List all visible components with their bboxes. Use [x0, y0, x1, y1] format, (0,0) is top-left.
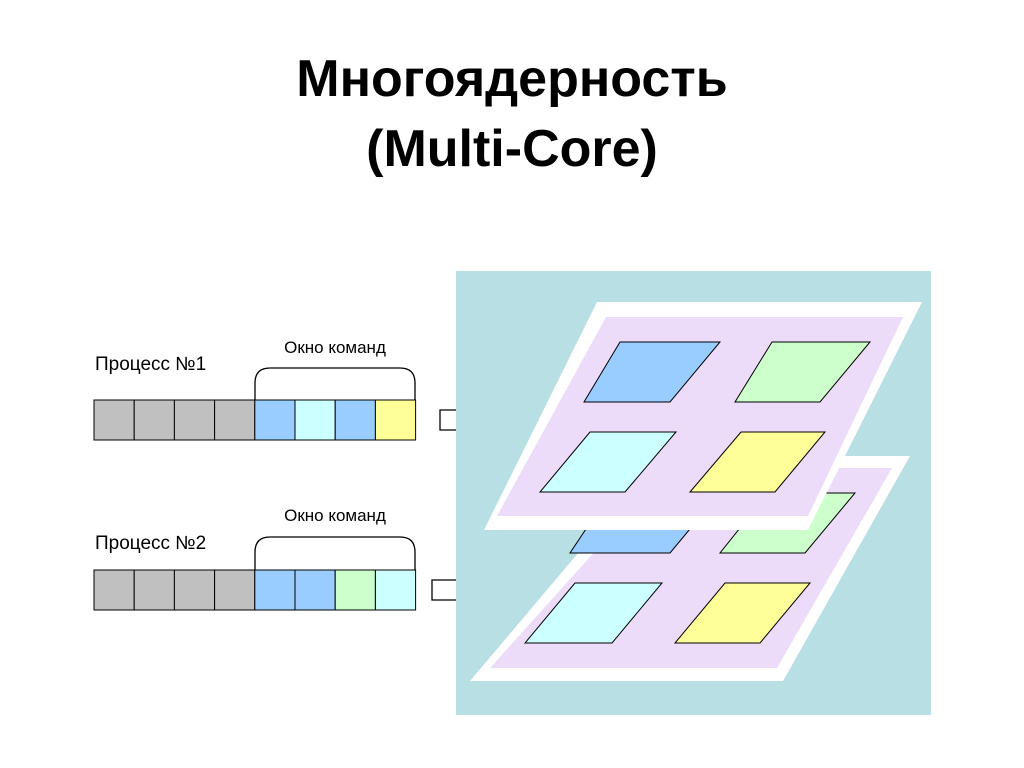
title-line-1: Многоядерность	[296, 50, 728, 108]
instruction-cell	[254, 399, 296, 441]
core-front-2	[734, 341, 872, 403]
core-back-4	[673, 582, 812, 644]
process-2-window-label: Окно команд	[284, 506, 386, 525]
instruction-cell	[93, 399, 135, 441]
instruction-cell	[334, 399, 376, 441]
instruction-cell	[214, 569, 256, 611]
process-1-window-bracket	[254, 367, 416, 400]
instruction-cell	[334, 569, 376, 611]
process-2: Процесс №2 Окно команд	[93, 506, 496, 613]
core-front-3	[538, 431, 678, 493]
instruction-cell	[93, 569, 135, 611]
instruction-cell	[294, 399, 336, 441]
instruction-cell	[133, 399, 175, 441]
core-front-1	[583, 341, 722, 403]
instruction-cell	[254, 569, 296, 611]
core-back-3	[523, 582, 664, 644]
process-1-instruction-queue	[93, 399, 417, 441]
process-2-instruction-queue	[93, 569, 417, 611]
instruction-cell	[214, 399, 256, 441]
process-1-label: Процесс №1	[95, 354, 206, 375]
chip-layer-front	[484, 302, 922, 530]
instruction-cell	[374, 569, 417, 611]
instruction-cell	[374, 399, 417, 441]
core-front-4	[688, 431, 827, 493]
process-2-label: Процесс №2	[95, 533, 206, 554]
process-1: Процесс №1 Окно команд	[93, 338, 504, 443]
process-2-window-bracket	[254, 536, 416, 570]
instruction-cell	[133, 569, 175, 611]
instruction-cell	[173, 569, 216, 611]
instruction-cell	[173, 399, 216, 441]
process-1-window-label: Окно команд	[284, 338, 386, 357]
chip-panel	[456, 271, 931, 715]
instruction-cell	[294, 569, 336, 611]
slide-title: Многоядерность (Multi-Core)	[0, 44, 1024, 184]
title-line-2: (Multi-Core)	[366, 120, 658, 178]
